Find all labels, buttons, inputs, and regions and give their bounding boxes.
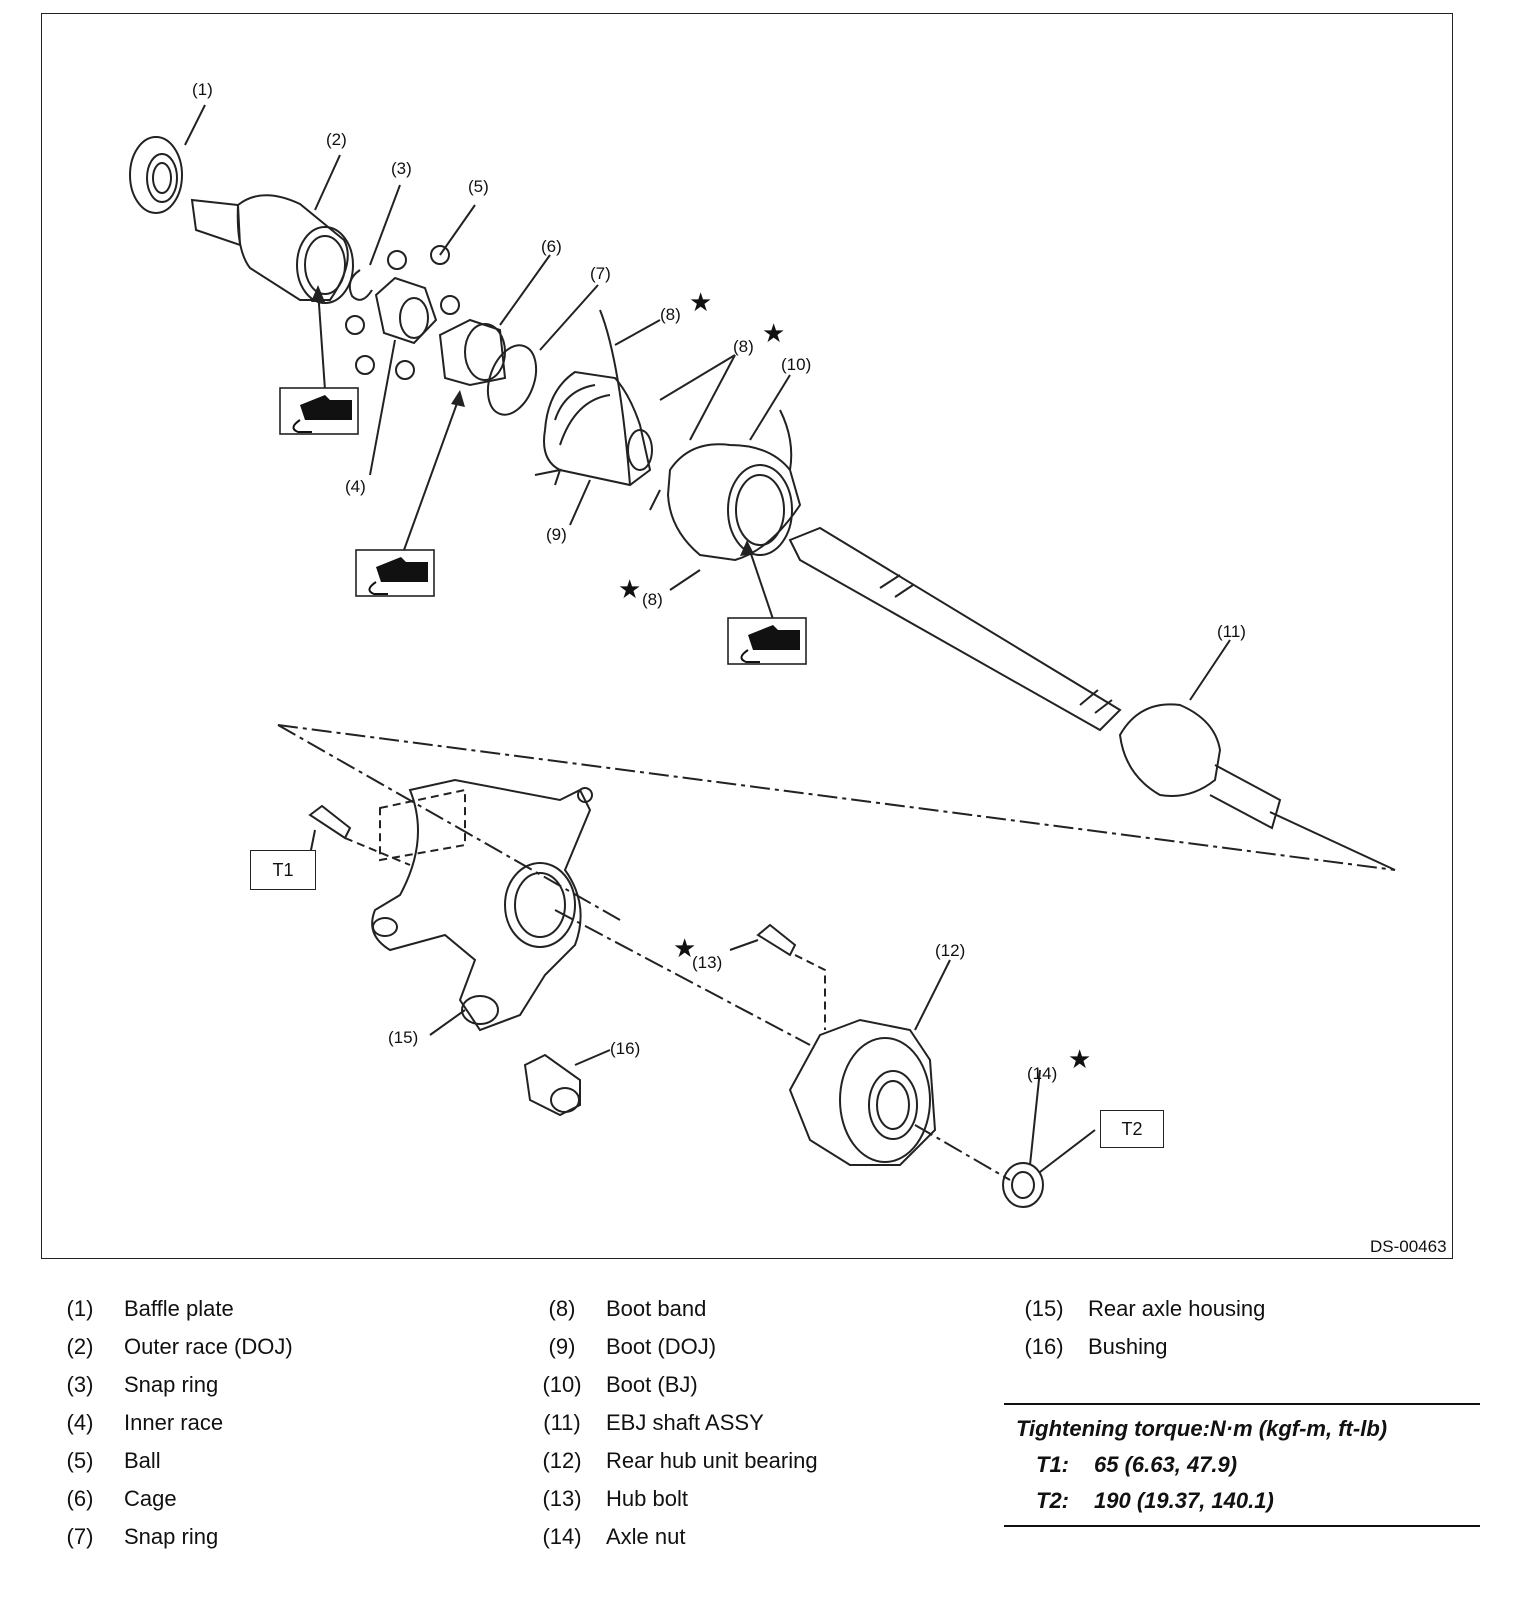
assembly-line [794, 954, 826, 1030]
callout-3: (3) [391, 159, 412, 178]
bushing-part [523, 1053, 581, 1117]
legend-row: (2)Outer race (DOJ) [66, 1334, 293, 1359]
star-mark: ★ [762, 318, 786, 348]
legend-column-2: (8)Boot band (9)Boot (DOJ) (10)Boot (BJ)… [530, 1290, 818, 1556]
assembly-line [277, 724, 1396, 871]
legend-column-1: (1)Baffle plate (2)Outer race (DOJ) (3)S… [48, 1290, 293, 1556]
torque-heading: Tightening torque:N·m (kgf-m, ft-lb) [1016, 1416, 1388, 1441]
callout-4: (4) [345, 477, 366, 496]
assembly-line [1269, 811, 1396, 871]
legend-row: (1)Baffle plate [66, 1296, 234, 1321]
callout-11: (11) [1217, 622, 1246, 641]
star-mark: ★ [673, 933, 697, 963]
callout-10: (10) [781, 355, 812, 374]
boot-bj-part [649, 409, 802, 562]
callout-8a: (8) [660, 305, 681, 324]
callout-2: (2) [326, 130, 347, 149]
callout-16: (16) [610, 1039, 641, 1058]
legend-row: (13)Hub bolt [542, 1486, 688, 1511]
legend-row: (16)Bushing [1024, 1334, 1168, 1359]
legend-row: (11)EBJ shaft ASSY [543, 1410, 764, 1435]
callout-12: (12) [935, 941, 966, 960]
torque-tag-t1: T1 [250, 850, 316, 890]
torque-tag-label: T1 [272, 859, 294, 880]
snap-ring-part [486, 344, 538, 416]
legend-row: (8)Boot band [548, 1296, 707, 1321]
legend-row: (9)Boot (DOJ) [548, 1334, 717, 1359]
callout-14: (14) [1027, 1064, 1058, 1083]
ebj-shaft-part [788, 526, 1282, 830]
star-mark: ★ [689, 287, 713, 317]
assembly-line [554, 909, 811, 1046]
torque-tag-label: T2 [1121, 1118, 1143, 1139]
torque-row-t1: T1:65 (6.63, 47.9) [1036, 1452, 1238, 1477]
torque-tag-t2: T2 [1100, 1110, 1164, 1148]
cage-part [438, 318, 507, 387]
axle-nut-part [1002, 1162, 1044, 1208]
torque-row-t2: T2:190 (19.37, 140.1) [1036, 1488, 1274, 1513]
callout-7: (7) [590, 264, 611, 283]
legend-row: (6)Cage [66, 1486, 177, 1511]
callout-13: (13) [692, 953, 723, 972]
legend-row: (3)Snap ring [66, 1372, 219, 1397]
assembly-line [379, 788, 466, 862]
assembly-line [914, 1124, 1011, 1181]
hub-bolt-part [756, 923, 797, 957]
callout-1: (1) [192, 80, 213, 99]
legend-row: (4)Inner race [66, 1410, 224, 1435]
star-mark: ★ [618, 574, 642, 604]
callout-9: (9) [546, 525, 567, 544]
callout-6: (6) [541, 237, 562, 256]
callout-15: (15) [388, 1028, 419, 1047]
callout-8c: (8) [642, 590, 663, 609]
inner-race-part [374, 276, 438, 345]
legend-row: (12)Rear hub unit bearing [542, 1448, 818, 1473]
legend-row: (10)Boot (BJ) [542, 1372, 698, 1397]
legend-row: (14)Axle nut [542, 1524, 686, 1549]
boot-doj-part [534, 309, 653, 487]
t1-bolt-part [308, 804, 352, 840]
rear-axle-housing-part [371, 778, 593, 1032]
callout-8b: (8) [733, 337, 754, 356]
tightening-torque-table: Tightening torque:N·m (kgf-m, ft-lb) T1:… [1004, 1403, 1480, 1527]
legend-row: (5)Ball [66, 1448, 161, 1473]
ball-parts [345, 245, 460, 380]
figure-code: DS-00463 [1370, 1237, 1447, 1256]
legend-row: (7)Snap ring [66, 1524, 219, 1549]
callout-5: (5) [468, 177, 489, 196]
baffle-plate-part [129, 136, 183, 214]
rear-hub-part [788, 1018, 937, 1166]
outer-race-part [190, 194, 354, 304]
legend-column-3: (15)Rear axle housing (16)Bushing [1012, 1290, 1265, 1366]
diagram-frame [41, 13, 1453, 1259]
assembly-line [344, 837, 411, 866]
star-mark: ★ [1068, 1044, 1092, 1074]
assembly-line [277, 724, 621, 921]
legend-row: (15)Rear axle housing [1024, 1296, 1266, 1321]
snap-ring-part [348, 269, 373, 301]
